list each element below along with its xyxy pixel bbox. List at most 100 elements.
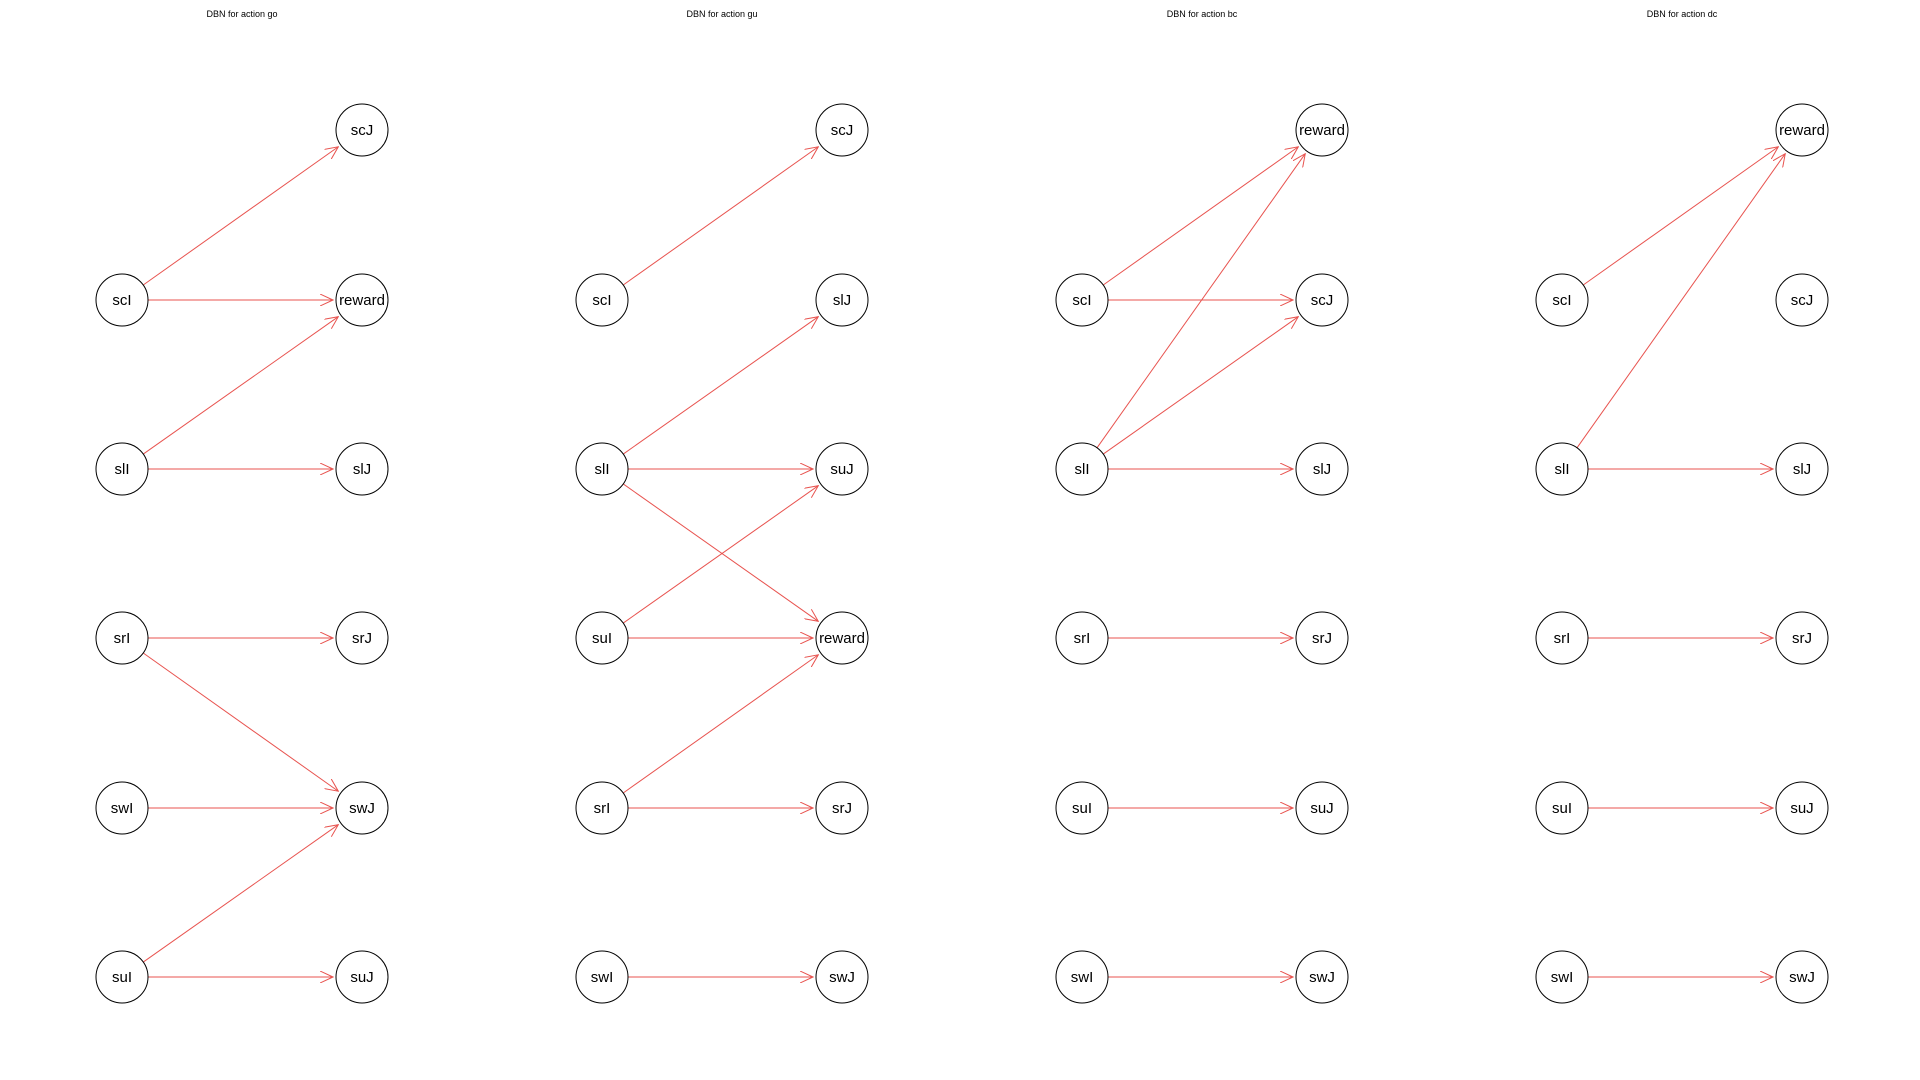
- edge-sci-to-reward: [1582, 147, 1778, 286]
- node-label: suJ: [350, 969, 373, 986]
- node-circle: [815, 781, 869, 835]
- dbn-panel-bc: DBN for action bcscIslIsrIsuIswIrewardsc…: [1055, 9, 1349, 1004]
- node-sli: slI: [1535, 442, 1589, 496]
- edge-sli-to-reward: [1576, 154, 1785, 449]
- node-sri: srI: [575, 781, 629, 835]
- node-scj: scJ: [1775, 273, 1829, 327]
- edge-sri-to-reward: [622, 655, 818, 794]
- panel-title: DBN for action go: [206, 9, 277, 19]
- node-label: srI: [1074, 630, 1091, 647]
- node-circle: [1535, 611, 1589, 665]
- node-circle: [575, 442, 629, 496]
- node-swj: swJ: [815, 950, 869, 1004]
- node-circle: [815, 273, 869, 327]
- node-label: scI: [112, 292, 131, 309]
- node-circle: [95, 781, 149, 835]
- node-sui: suI: [575, 611, 629, 665]
- node-suj: suJ: [335, 950, 389, 1004]
- node-reward: reward: [1295, 103, 1349, 157]
- edge-sli-to-reward: [622, 483, 818, 621]
- node-label: suJ: [1790, 800, 1813, 817]
- node-circle: [95, 273, 149, 327]
- node-scj: scJ: [1295, 273, 1349, 327]
- node-label: slI: [595, 461, 610, 478]
- node-scj: scJ: [815, 103, 869, 157]
- node-slj: slJ: [1295, 442, 1349, 496]
- panel-title: DBN for action gu: [686, 9, 757, 19]
- node-circle: [1295, 950, 1349, 1004]
- node-circle: [95, 950, 149, 1004]
- edge-sli-to-scj: [1102, 317, 1298, 455]
- panel-title: DBN for action dc: [1647, 9, 1718, 19]
- node-slj: slJ: [815, 273, 869, 327]
- node-slj: slJ: [1775, 442, 1829, 496]
- node-circle: [1055, 273, 1109, 327]
- edge-sci-to-scj: [622, 147, 818, 286]
- node-label: scJ: [1791, 292, 1814, 309]
- edges: [1096, 147, 1305, 977]
- node-sri: srI: [1055, 611, 1109, 665]
- node-circle: [1055, 950, 1109, 1004]
- node-reward: reward: [1775, 103, 1829, 157]
- node-circle: [335, 611, 389, 665]
- node-suj: suJ: [1775, 781, 1829, 835]
- node-circle: [1535, 442, 1589, 496]
- node-circle: [1295, 273, 1349, 327]
- node-circle: [1295, 611, 1349, 665]
- node-circle: [575, 950, 629, 1004]
- dbn-panel-gu: DBN for action guscIslIsuIsrIswIscJslJsu…: [575, 9, 869, 1004]
- node-circle: [1535, 781, 1589, 835]
- node-label: slJ: [833, 292, 851, 309]
- node-circle: [95, 442, 149, 496]
- node-circle: [335, 781, 389, 835]
- node-label: scJ: [831, 122, 854, 139]
- node-label: srI: [1554, 630, 1571, 647]
- node-swi: swI: [1535, 950, 1589, 1004]
- node-label: scJ: [1311, 292, 1334, 309]
- node-sui: suI: [95, 950, 149, 1004]
- node-circle: [1055, 442, 1109, 496]
- node-circle: [815, 611, 869, 665]
- edges: [1576, 147, 1785, 977]
- panel-title: DBN for action bc: [1167, 9, 1238, 19]
- node-label: suJ: [830, 461, 853, 478]
- node-label: suI: [1072, 800, 1092, 817]
- node-swj: swJ: [1775, 950, 1829, 1004]
- node-label: scI: [1072, 292, 1091, 309]
- node-circle: [575, 781, 629, 835]
- node-label: reward: [1779, 122, 1825, 139]
- node-label: slJ: [1793, 461, 1811, 478]
- node-sui: suI: [1535, 781, 1589, 835]
- node-circle: [1775, 273, 1829, 327]
- node-label: srI: [114, 630, 131, 647]
- node-circle: [1775, 103, 1829, 157]
- node-srj: srJ: [815, 781, 869, 835]
- node-swj: swJ: [1295, 950, 1349, 1004]
- node-swi: swI: [95, 781, 149, 835]
- node-label: suI: [1552, 800, 1572, 817]
- node-slj: slJ: [335, 442, 389, 496]
- node-swj: swJ: [335, 781, 389, 835]
- node-circle: [1535, 273, 1589, 327]
- edge-sui-to-swj: [142, 825, 338, 963]
- node-circle: [575, 611, 629, 665]
- node-label: swI: [111, 800, 134, 817]
- node-label: slI: [1555, 461, 1570, 478]
- node-circle: [815, 950, 869, 1004]
- node-label: swJ: [349, 800, 375, 817]
- node-label: swI: [1551, 969, 1574, 986]
- node-label: reward: [1299, 122, 1345, 139]
- node-circle: [1295, 103, 1349, 157]
- node-sli: slI: [575, 442, 629, 496]
- node-reward: reward: [815, 611, 869, 665]
- node-sci: scI: [1535, 273, 1589, 327]
- edge-sli-to-slj: [622, 317, 818, 455]
- node-label: srJ: [1792, 630, 1812, 647]
- dbn-panel-dc: DBN for action dc scI slI srI suI swI reward sc…: [1535, 9, 1829, 1004]
- node-sci: scI: [95, 273, 149, 327]
- node-circle: [1055, 781, 1109, 835]
- edge-sci-to-reward: [1102, 147, 1298, 286]
- node-suj: suJ: [815, 442, 869, 496]
- node-circle: [335, 103, 389, 157]
